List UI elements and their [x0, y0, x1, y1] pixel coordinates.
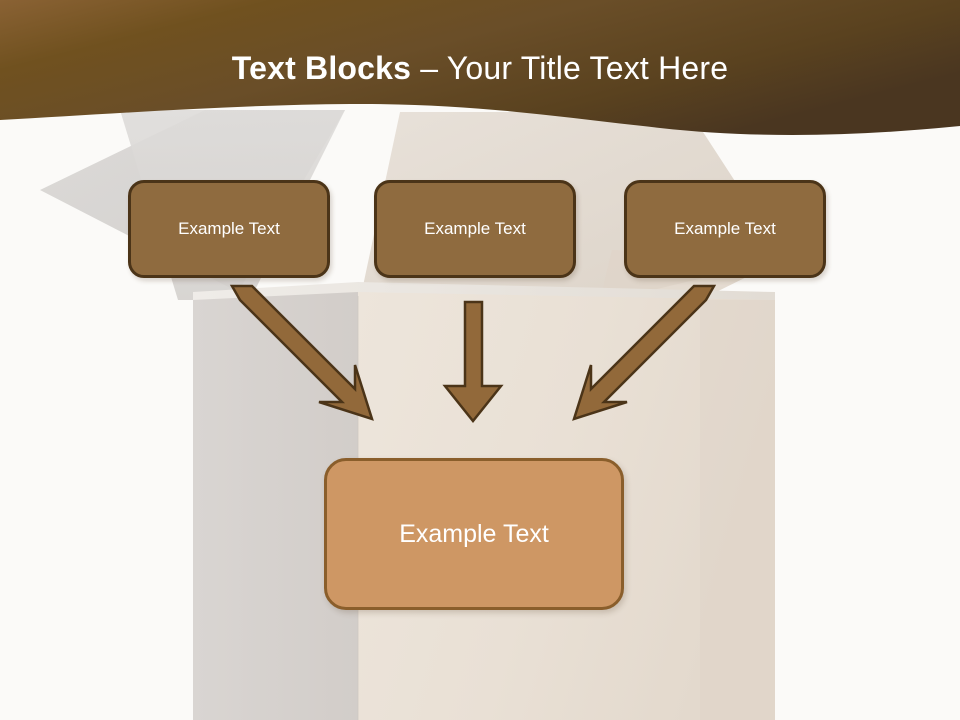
page-title-dash: – [411, 50, 447, 86]
text-block-top-2-label: Example Text [424, 219, 526, 238]
text-block-top-3-label: Example Text [674, 219, 776, 238]
text-block-top-3[interactable]: Example Text [624, 180, 826, 278]
page-title-suffix: Your Title Text Here [446, 50, 729, 86]
text-block-top-1-label: Example Text [178, 219, 280, 238]
page-title: Text Blocks – Your Title Text Here [0, 48, 960, 88]
text-block-bottom-label: Example Text [399, 519, 549, 548]
text-block-top-1[interactable]: Example Text [128, 180, 330, 278]
text-block-bottom[interactable]: Example Text [324, 458, 624, 610]
page-title-prefix: Text Blocks [231, 50, 412, 86]
box-inner-right-shade [700, 300, 775, 720]
text-block-top-2[interactable]: Example Text [374, 180, 576, 278]
